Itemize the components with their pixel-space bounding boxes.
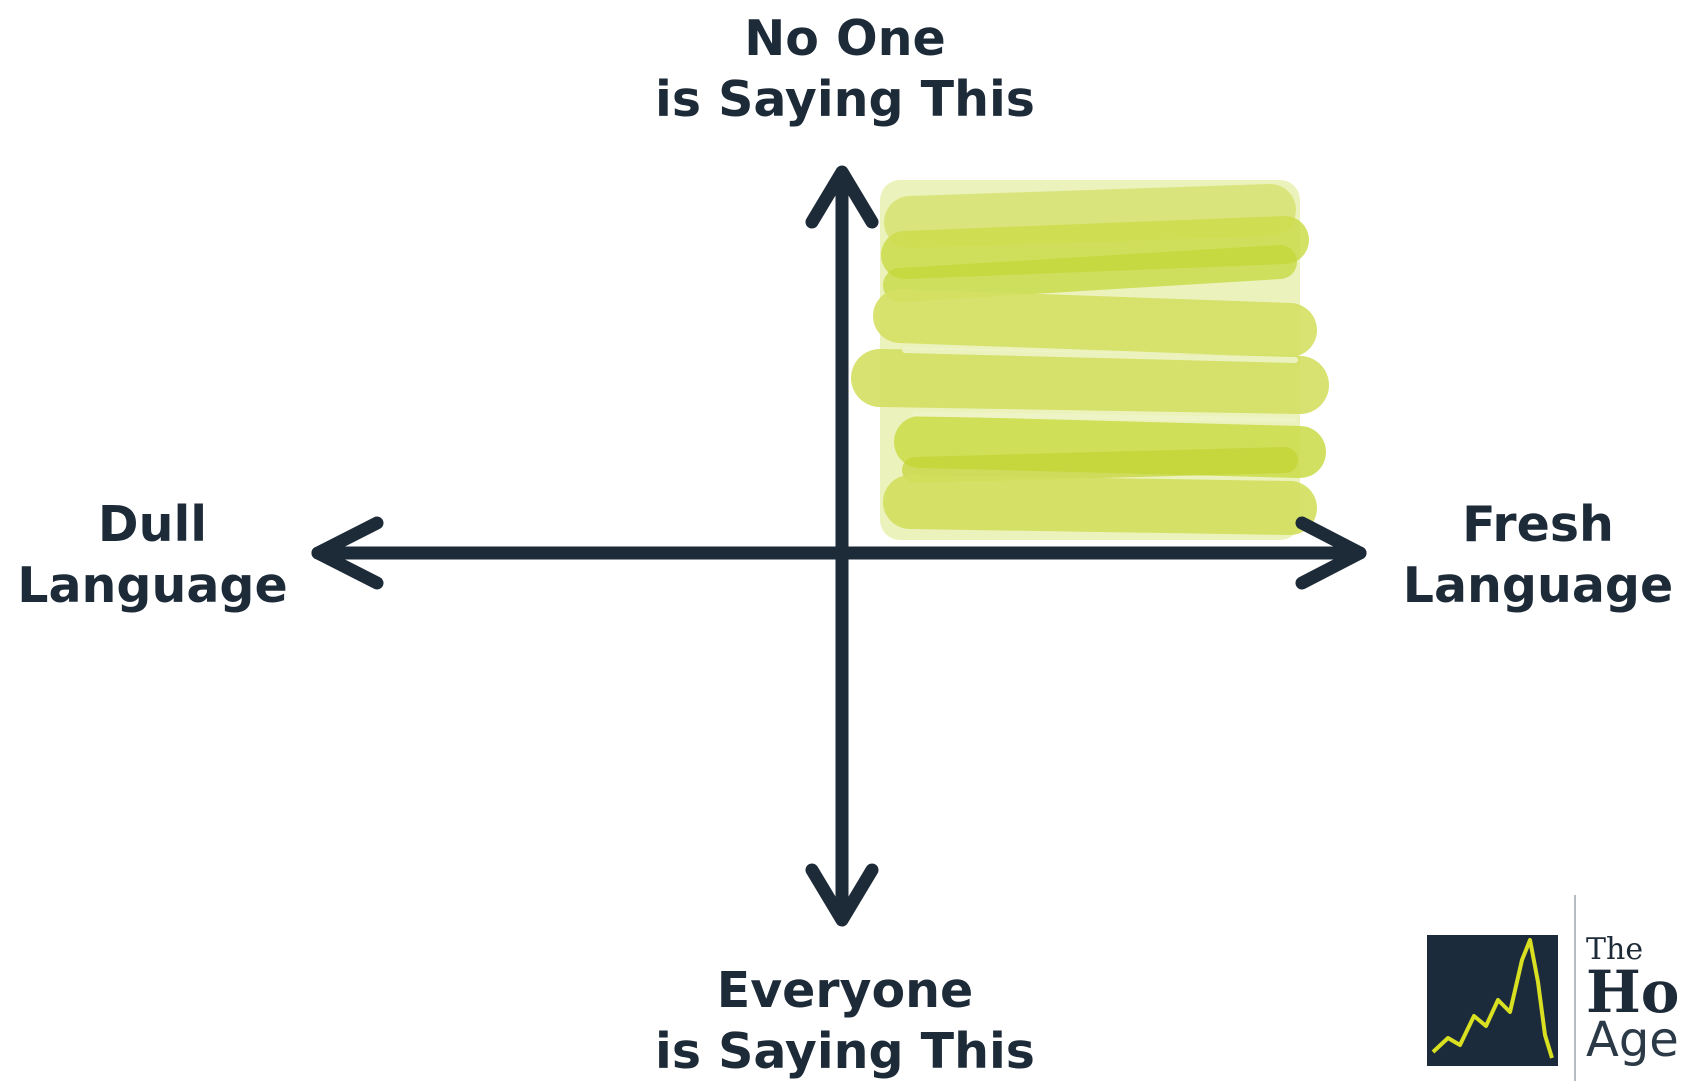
top-axis-label: No One is Saying This [645,8,1045,130]
left-axis-label-line1: Dull [0,494,305,555]
bottom-axis-label-line1: Everyone [645,960,1045,1021]
logo-subtitle: Age [1586,1012,1679,1068]
bottom-axis-label: Everyone is Saying This [645,960,1045,1082]
top-axis-label-line2: is Saying This [645,69,1045,130]
agency-logo-icon [1427,895,1575,1081]
top-axis-label-line1: No One [645,8,1045,69]
bottom-axis-label-line2: is Saying This [645,1021,1045,1082]
left-axis-label-line2: Language [0,555,305,616]
right-axis-label-line2: Language [1388,555,1681,616]
highlight-scribble [880,180,1300,540]
agency-logo-wordmark: The Hof Age [1586,930,1681,1081]
right-axis-label-line1: Fresh [1388,494,1681,555]
left-axis-label: Dull Language [0,494,305,616]
right-axis-label: Fresh Language [1388,494,1681,616]
